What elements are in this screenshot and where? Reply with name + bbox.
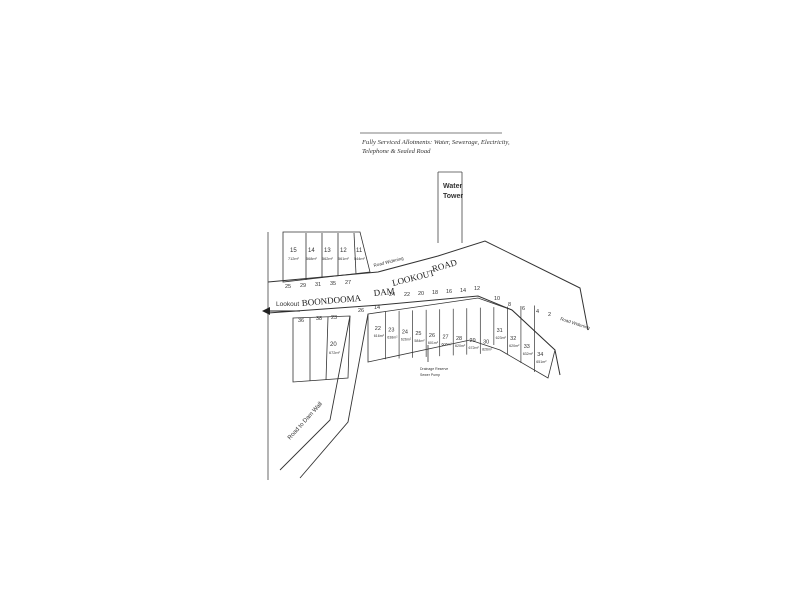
lot-number: 22	[375, 326, 381, 332]
lot-area: 626m²	[401, 337, 412, 341]
lot-area: 638m²	[387, 336, 398, 340]
lot-number: 31	[497, 328, 503, 334]
dam-wall-road-edge-2	[299, 313, 369, 479]
frontage-number: 22	[404, 292, 410, 298]
lot-number: 33	[524, 344, 530, 350]
lookout-arrow: Lookout	[262, 301, 300, 315]
frontage-number: 26	[358, 308, 364, 314]
reserve-label: Drainage Reserve	[420, 367, 448, 371]
lot-area: 544m²	[354, 257, 365, 261]
road-name-word-3: LOOKOUT	[391, 268, 436, 288]
lot-number: 27	[442, 334, 448, 340]
road-name-word-4: ROAD	[431, 257, 459, 274]
frontage-number: 18	[432, 290, 438, 296]
frontage-numbers-south: 36 38 23 26 14 24 22 20 18 16 14 12 10 8 6 4 2	[298, 286, 551, 324]
frontage-number: 6	[522, 306, 525, 312]
lot-area: 561m²	[338, 257, 349, 261]
lot-number: 15	[290, 248, 297, 254]
lot-area: 601m²	[428, 341, 439, 345]
frontage-number: 25	[285, 284, 291, 290]
frontage-number: 35	[330, 281, 336, 287]
southeast-lots	[367, 297, 556, 379]
frontage-number: 36	[298, 318, 304, 324]
frontage-number: 2	[548, 312, 551, 318]
dam-wall-road-label: Road to Dam Wall	[287, 401, 324, 441]
frontage-number: 14	[460, 288, 466, 294]
road-north-boundary	[267, 240, 589, 331]
lot-number: 11	[356, 248, 363, 254]
lot-area: 632m²	[523, 352, 534, 356]
frontage-number: 12	[474, 286, 480, 292]
lot-area: 672m²	[469, 346, 480, 350]
lot-area: 606m²	[441, 342, 452, 346]
lot-area: 651m²	[536, 360, 547, 364]
road-name-word-1: BOONDOOMA	[301, 293, 362, 308]
lot-number: 13	[324, 248, 331, 254]
road-name-word-2: DAM	[373, 286, 395, 298]
frontage-number: 8	[508, 302, 511, 308]
road-south-boundary	[267, 295, 513, 314]
lot-number: 24	[402, 329, 408, 335]
lot-number: 25	[415, 331, 421, 337]
lot-area: 584m²	[414, 339, 425, 343]
lot-area: 562m²	[322, 257, 333, 261]
lot-area: 620m²	[455, 344, 466, 348]
frontage-number: 31	[315, 282, 321, 288]
road-corner-boundary	[511, 309, 561, 376]
services-note: Fully Serviced Allotments: Water, Sewera…	[362, 138, 512, 156]
lot-number: 23	[388, 328, 394, 334]
lookout-label: Lookout	[276, 301, 299, 308]
frontage-number: 20	[418, 291, 424, 297]
water-tower: Water Tower	[437, 171, 463, 243]
lot-number: 29	[470, 338, 476, 344]
frontage-number: 24	[389, 292, 395, 298]
frontage-number: 23	[331, 315, 337, 321]
frontage-number: 4	[536, 309, 539, 315]
frontage-number: 27	[345, 280, 351, 286]
north-lots	[282, 231, 371, 283]
lot-number: 34	[537, 352, 543, 358]
southwest-lots	[292, 315, 351, 383]
frontage-number: 10	[494, 296, 500, 302]
lot-area: 568m²	[306, 257, 317, 261]
lot-area: 616m²	[374, 334, 385, 338]
lot-area: 712m²	[288, 257, 299, 261]
north-lot-labels: 15 712m² 14 568m² 13 562m² 12 561m² 11 544m² 20 672…	[288, 248, 365, 355]
frontage-number: 38	[316, 316, 322, 322]
lot-number: 32	[510, 336, 516, 342]
services-note-line-1: Fully Serviced Allotments: Water, Sewera…	[362, 139, 510, 146]
lot-area: 620m²	[509, 344, 520, 348]
sewer-note: Sewer Pump	[420, 373, 440, 377]
frontage-number: 29	[300, 283, 306, 289]
lot-area: 623m²	[496, 336, 507, 340]
dam-wall-road-edge-1	[279, 315, 351, 471]
lot-number: 12	[340, 248, 347, 254]
lot-number: 20	[330, 342, 337, 348]
lot-number: 26	[429, 333, 435, 339]
water-tower-label-1: Water	[443, 183, 462, 190]
lot-area: 826m²	[482, 348, 493, 352]
lot-area: 672m²	[329, 351, 340, 355]
lot-number: 30	[483, 340, 489, 346]
frontage-numbers-north: 25 29 31 35 27	[285, 280, 351, 290]
lot-number: 14	[308, 248, 315, 254]
water-tower-label-2: Tower	[443, 193, 463, 200]
services-note-line-2: Telephone & Sealed Road	[362, 148, 431, 155]
lot-number: 28	[456, 336, 462, 342]
frontage-number: 14	[374, 305, 380, 311]
frontage-number: 16	[446, 289, 452, 295]
